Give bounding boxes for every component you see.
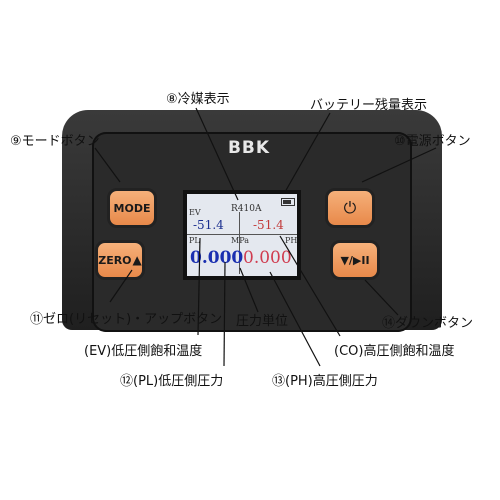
- lcd-divider-h: [187, 234, 297, 235]
- callout-zero-up-button: ⑪ゼロ(リセット)・アップボタン: [30, 312, 223, 327]
- brand-logo: BBK: [227, 138, 271, 158]
- lcd-screen: R410A EV -51.4 -51.4 PL MPa PH 0.000 0.0…: [183, 190, 301, 280]
- high-sat-temp-value: -51.4: [253, 218, 284, 232]
- low-pressure-value: 0.000: [190, 248, 244, 268]
- mode-button-label: MODE: [113, 201, 151, 215]
- lcd-pressure-unit: MPa: [231, 236, 249, 245]
- low-sat-temp-value: -51.4: [193, 218, 224, 232]
- lcd-ev-label: EV: [189, 208, 201, 217]
- callout-co-high-sat-temp: (CO)高圧側飽和温度: [334, 344, 455, 359]
- callout-down-button: ⑭ダウンボタン: [382, 316, 474, 331]
- zero-button-label: ZERO: [98, 253, 132, 267]
- callout-ph-high-pressure: ⑬(PH)高圧側圧力: [272, 374, 378, 389]
- callout-mode-button: ⑨モードボタン: [10, 134, 100, 149]
- power-icon: ⏻: [343, 198, 357, 217]
- callout-refrigerant-display: ⑧冷媒表示: [166, 92, 230, 107]
- callout-ev-low-sat-temp: (EV)低圧側飽和温度: [84, 344, 203, 359]
- callout-battery-display: バッテリー残量表示: [310, 98, 428, 113]
- down-play-pause-icon: ▼/▶II: [340, 253, 370, 267]
- callout-pressure-unit: 圧力単位: [236, 314, 289, 329]
- callout-power-button: ⑩電源ボタン: [394, 134, 471, 149]
- mode-button[interactable]: MODE: [107, 188, 157, 228]
- power-button[interactable]: ⏻: [325, 188, 375, 228]
- zero-up-button[interactable]: ZERO ▲: [95, 240, 145, 280]
- lcd-ph-label: PH: [285, 236, 298, 245]
- battery-icon: [281, 198, 295, 206]
- callout-pl-low-pressure: ⑫(PL)低圧側圧力: [120, 374, 224, 389]
- high-pressure-value: 0.000: [243, 248, 292, 268]
- down-button[interactable]: ▼/▶II: [330, 240, 380, 280]
- refrigerant-type: R410A: [231, 204, 262, 214]
- lcd-divider-v: [239, 212, 240, 274]
- lcd-pl-label: PL: [189, 236, 200, 245]
- up-triangle-icon: ▲: [132, 253, 142, 267]
